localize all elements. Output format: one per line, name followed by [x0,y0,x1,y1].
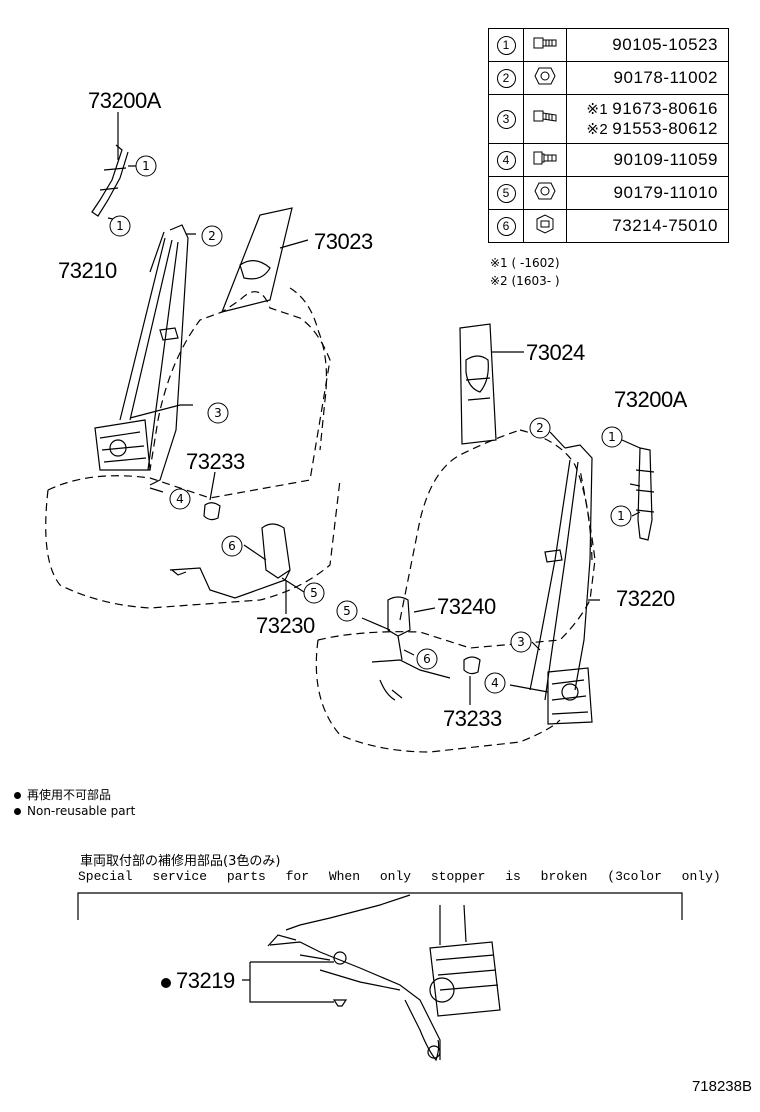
callout-r3-num: 3 [517,635,525,649]
part-label-73210[interactable]: 73210 [58,258,117,283]
part-label-73024[interactable]: 73024 [526,340,585,365]
left-retractor [94,419,151,471]
callout-r6 [416,648,438,670]
callout-r1b [610,505,632,527]
parts-row-1[interactable]: 1 90105-10523 [488,28,729,62]
bullet-icon [14,792,21,799]
parts-row-5[interactable]: 5 90179-11010 [488,176,729,210]
right-buckle [387,596,411,637]
special-parts-assembly [267,894,441,1060]
callout-3-num: 3 [214,406,222,420]
special-caption-en: Special service parts for When only stop… [78,869,721,884]
parts-row-6[interactable]: 6 73214-75010 [488,209,729,243]
part-label-73023[interactable]: 73023 [314,229,373,254]
row-number: 1 [496,35,516,55]
nut-icon [534,67,556,84]
part-code: 73214-75010 [566,209,729,243]
right-pillar-trim [459,323,497,445]
right-retractor [547,667,593,725]
callout-1b-num: 1 [116,219,124,233]
callout-r3 [510,631,532,653]
callout-1a [135,155,157,177]
callout-6-num: 6 [228,539,236,553]
bullet-icon [14,808,21,815]
part-label-73220[interactable]: 73220 [616,586,675,611]
callout-2 [201,225,223,247]
part-label-73240[interactable]: 73240 [437,594,496,619]
note-2: ※2 (1603- ) [490,274,560,288]
row-number: 4 [496,150,516,170]
row-number: 2 [496,68,516,88]
legend-en: Non-reusable part [14,804,135,818]
callout-4 [169,488,191,510]
callout-1a-num: 1 [142,159,150,173]
callout-r4-num: 4 [491,676,499,690]
note-1: ※1 ( -1602) [490,256,560,270]
drawing-id: 718238B [691,1078,752,1095]
flange-bolt-icon [533,151,557,164]
parts-row-4[interactable]: 4 90109-11059 [488,143,729,177]
row-number: 6 [496,216,516,236]
parts-row-2[interactable]: 2 90178-11002 [488,61,729,95]
callout-r6-num: 6 [423,652,431,666]
part-label-73200A-right[interactable]: 73200A [614,387,687,412]
nut-icon [534,182,556,199]
callout-5-num: 5 [310,586,318,600]
callout-1b [109,215,131,237]
part-code: 90179-11010 [566,176,729,210]
part-label-73230[interactable]: 73230 [256,613,315,638]
part-code: 90178-11002 [566,61,729,95]
part-label-73200A-left[interactable]: 73200A [88,88,161,113]
left-buckle [261,523,291,579]
callout-r2 [529,417,551,439]
callout-6 [221,535,243,557]
right-belt-webbing [529,444,593,701]
callout-r1a-num: 1 [608,430,616,444]
part-label-73233-left[interactable]: 73233 [186,449,245,474]
left-seat-outline [45,291,341,609]
left-belt-webbing [119,224,189,486]
legend-ja: 再使用不可部品 [14,786,111,803]
callout-3 [207,402,229,424]
bolt-icon [533,110,557,122]
callout-r5-num: 5 [343,604,351,618]
callout-2-num: 2 [208,229,216,243]
left-pillar-trim [221,207,293,313]
part-code: 90109-11059 [566,143,729,177]
callout-r1a [601,426,623,448]
callout-r4 [484,672,506,694]
row-number: 3 [496,109,516,129]
callout-r2-num: 2 [536,421,544,435]
right-seat-outline [315,429,596,753]
callout-5 [303,582,325,604]
callout-r1b-num: 1 [617,509,625,523]
part-label-73219[interactable]: 73219 [176,968,235,993]
special-caption-ja: 車両取付部の補修用部品(3色のみ) [80,854,281,869]
callout-r5 [336,600,358,622]
part-code: 90105-10523 [566,28,729,62]
part-label-73233-right[interactable]: 73233 [443,706,502,731]
callout-4-num: 4 [176,492,184,506]
non-reusable-dot-73219 [161,978,171,988]
clip-icon [536,213,554,234]
row-number: 5 [496,183,516,203]
bolt-icon [533,37,557,48]
special-parts-bracket [77,892,683,920]
